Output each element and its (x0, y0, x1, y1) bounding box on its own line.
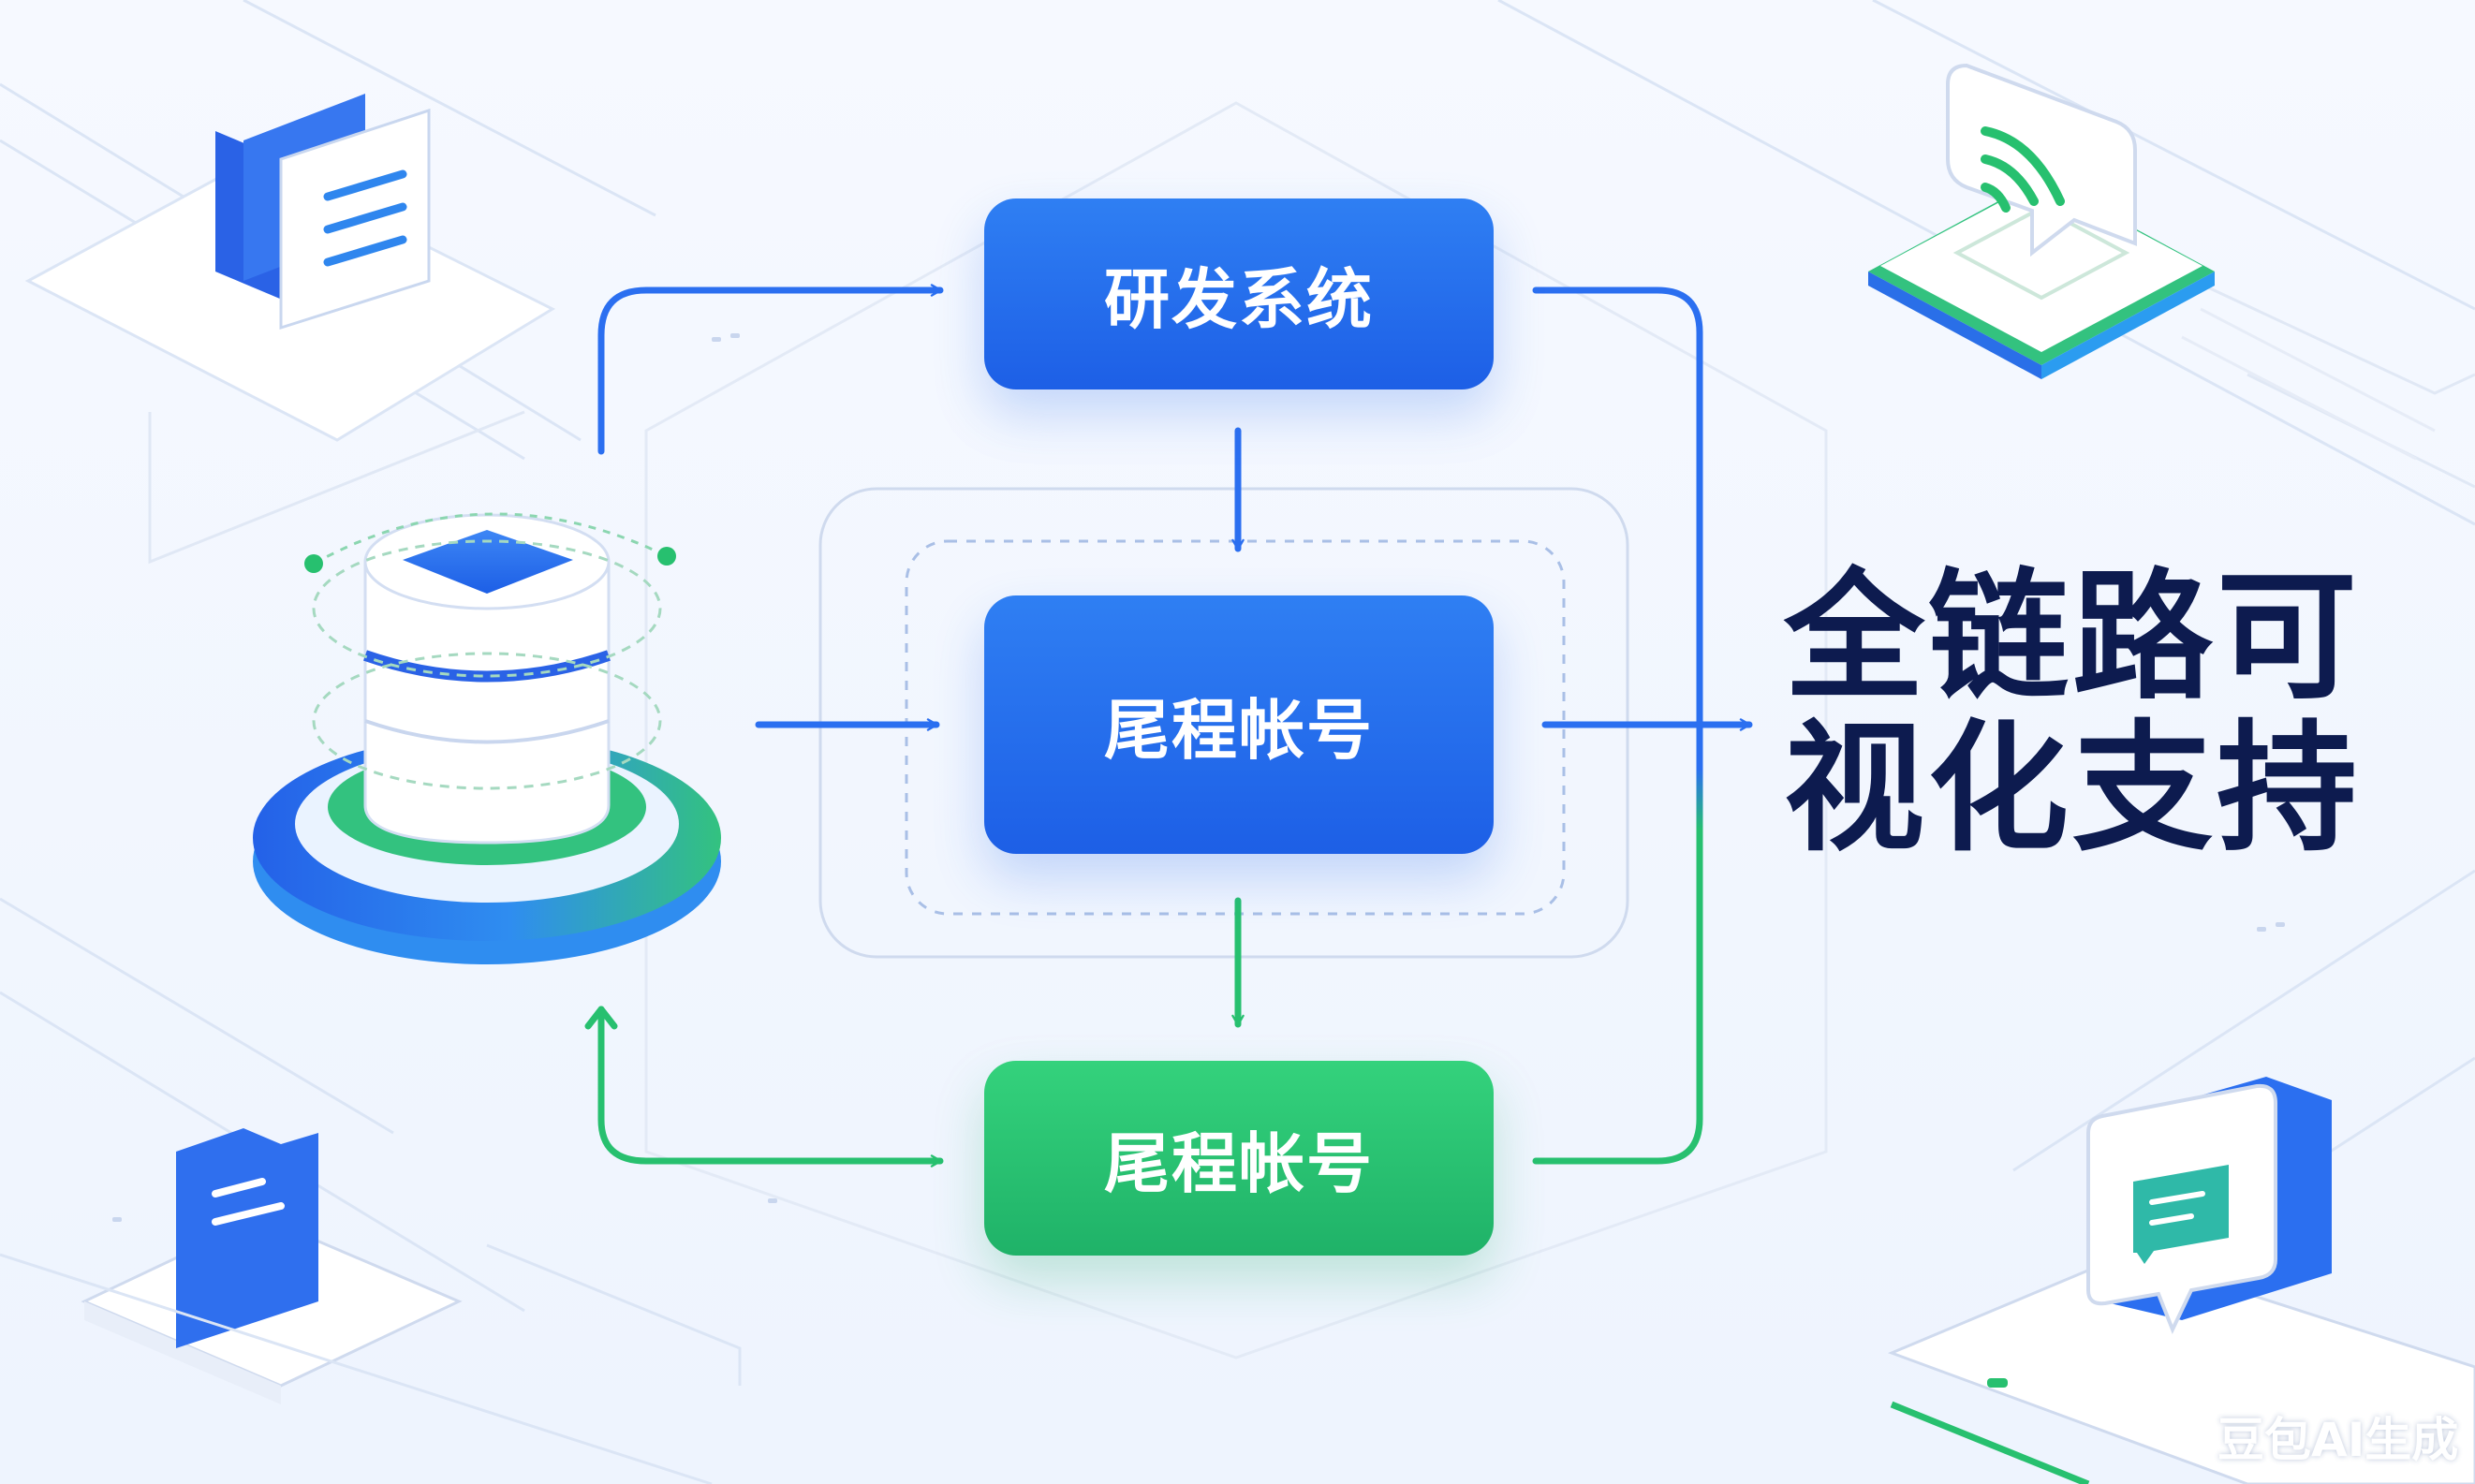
chat-card-icon (1887, 1077, 2475, 1484)
watermark: 豆包AI生成 (2217, 1413, 2459, 1467)
node-dev-system-label: 研发系统 (1104, 260, 1374, 338)
arrow-db-up-tip (584, 1006, 618, 1030)
arrow-tail2-db (597, 1006, 944, 1168)
database-icon (253, 512, 721, 964)
background-dots (112, 333, 2285, 1222)
node-tail-account-1: 尾程帐号 (984, 595, 1494, 854)
node-tail-account-1-label: 尾程帐号 (1104, 691, 1374, 769)
headline-line-2: 视化支持 (1784, 708, 2362, 871)
node-dev-system: 研发系统 (984, 198, 1494, 389)
folder-card-icon (0, 1128, 742, 1484)
document-card-icon (24, 94, 556, 442)
connectors (584, 284, 1753, 1168)
node-tail-account-2: 尾程帐号 (984, 1061, 1494, 1256)
headline-line-1: 全链路可 (1784, 556, 2362, 719)
arrow-db-to-dev (597, 284, 944, 455)
wifi-card-icon (1868, 63, 2215, 379)
node-tail-account-2-label: 尾程帐号 (1104, 1124, 1374, 1202)
headline: 全链路可 视化支持 (1784, 562, 2361, 865)
